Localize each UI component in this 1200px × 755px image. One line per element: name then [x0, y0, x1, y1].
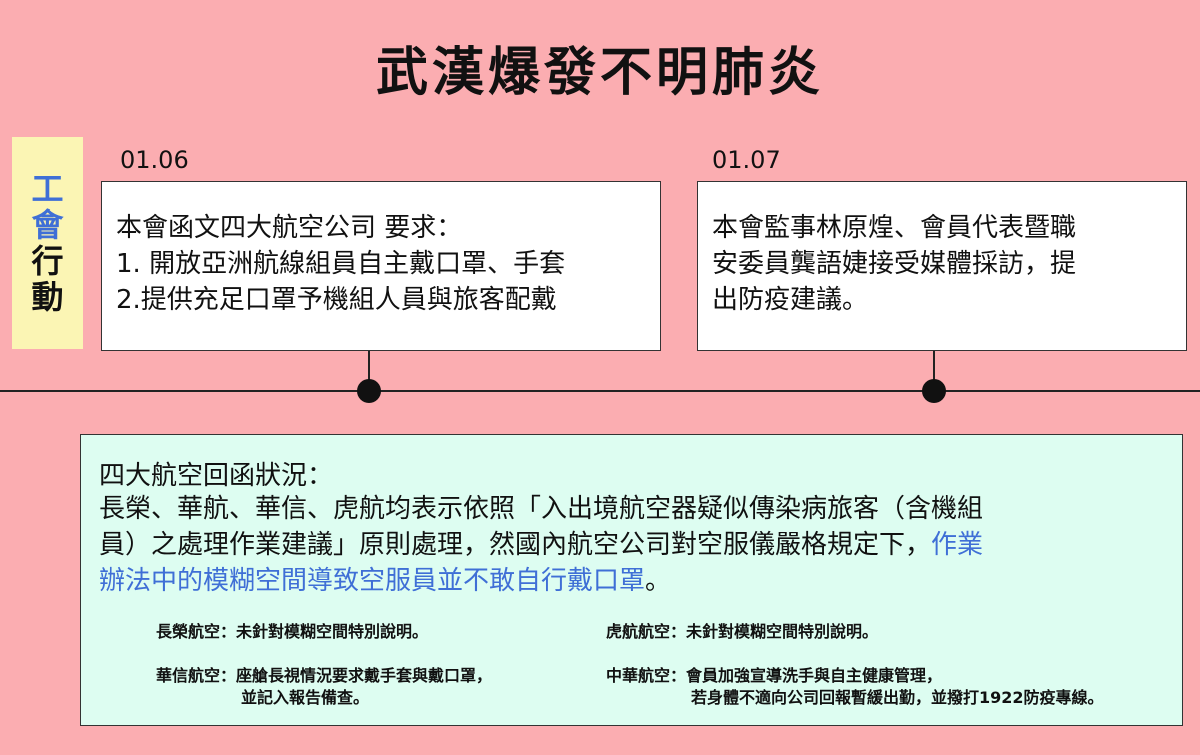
reply-highlight: 作業	[931, 530, 984, 560]
note-china-airlines-cont: 若身體不適向公司回報暫緩出勤，並撥打1922防疫專線。	[691, 688, 1104, 707]
event-date-1: 01.06	[120, 146, 189, 174]
airline-reply-panel: 四大航空回函狀況： 長榮、華航、華信、虎航均表示依照「入出境航空器疑似傳染病旅客…	[80, 434, 1183, 726]
note-evergreen: 長榮航空：未針對模糊空間特別說明。	[156, 622, 429, 641]
event-1-line: 1. 開放亞洲航線組員自主戴口罩、手套	[116, 249, 566, 279]
reply-line-2: 員）之處理作業建議」原則處理，然國內航空公司對空服儀嚴格規定下，作業	[99, 530, 984, 560]
timeline-dot-1	[357, 379, 381, 403]
event-1-line: 本會函文四大航空公司 要求：	[116, 213, 463, 243]
reply-line-3: 辦法中的模糊空間導致空服員並不敢自行戴口罩。	[99, 566, 672, 596]
note-mandarin-cont: 並記入報告備查。	[241, 688, 370, 707]
note-china-airlines: 中華航空：會員加強宣導洗手與自主健康管理， 若身體不適向公司回報暫緩出勤，並撥打…	[606, 666, 1104, 707]
event-box-1: 本會函文四大航空公司 要求： 1. 開放亞洲航線組員自主戴口罩、手套 2.提供充…	[101, 181, 661, 351]
note-tigerair: 虎航航空：未針對模糊空間特別說明。	[606, 622, 879, 641]
union-action-label: 工 會 行 動	[12, 137, 83, 349]
reply-line-1: 長榮、華航、華信、虎航均表示依照「入出境航空器疑似傳染病旅客（含機組	[99, 494, 984, 524]
reply-highlight: 辦法中的模糊空間導致空服員並不敢自行戴口罩	[99, 566, 646, 596]
timeline-connector-2	[933, 351, 935, 391]
event-1-line: 2.提供充足口罩予機組人員與旅客配戴	[116, 285, 557, 315]
page-title: 武漢爆發不明肺炎	[375, 43, 824, 103]
reply-heading: 四大航空回函狀況：	[99, 461, 334, 491]
event-2-line: 出防疫建議。	[712, 285, 869, 315]
side-label-line2: 行 動	[31, 242, 64, 316]
timeline-connector-1	[368, 351, 370, 391]
event-2-line: 安委員龔語婕接受媒體採訪，提	[712, 249, 1077, 279]
event-date-2: 01.07	[712, 146, 781, 174]
event-box-2: 本會監事林原煌、會員代表暨職 安委員龔語婕接受媒體採訪，提 出防疫建議。	[697, 181, 1187, 351]
timeline-dot-2	[922, 379, 946, 403]
timeline-axis	[0, 390, 1200, 392]
reply-body: 長榮、華航、華信、虎航均表示依照「入出境航空器疑似傳染病旅客（含機組 員）之處理…	[99, 491, 1169, 599]
note-mandarin: 華信航空：座艙長視情況要求戴手套與戴口罩， 並記入報告備查。	[156, 666, 493, 707]
event-2-line: 本會監事林原煌、會員代表暨職	[712, 213, 1077, 243]
side-label-line1: 工 會	[31, 170, 64, 244]
